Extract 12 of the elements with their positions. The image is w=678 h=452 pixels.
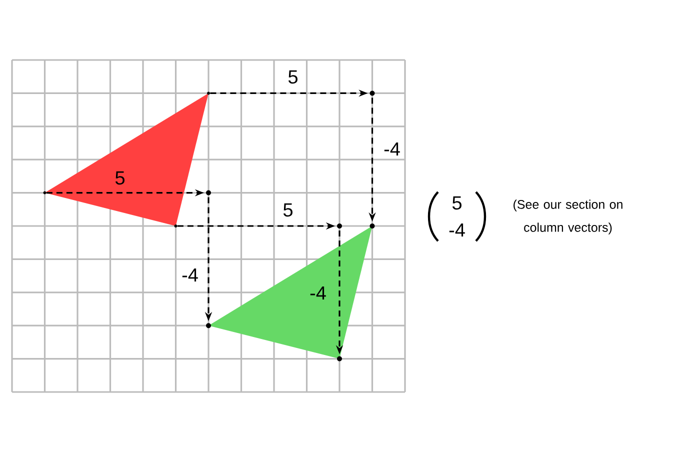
edge-label: 5 [114,170,126,186]
point [207,92,210,95]
edge-label: 5 [282,202,294,218]
vector-entry: -4 [449,223,465,237]
edge-label: 5 [286,69,300,85]
vector-entry: 5 [452,196,462,210]
edge-label: -4 [382,141,402,157]
point [174,224,178,228]
edge-label: -4 [308,285,328,301]
edge-label: -4 [180,267,200,283]
note: (See our section on column vectors) [514,200,622,234]
point [43,191,46,194]
